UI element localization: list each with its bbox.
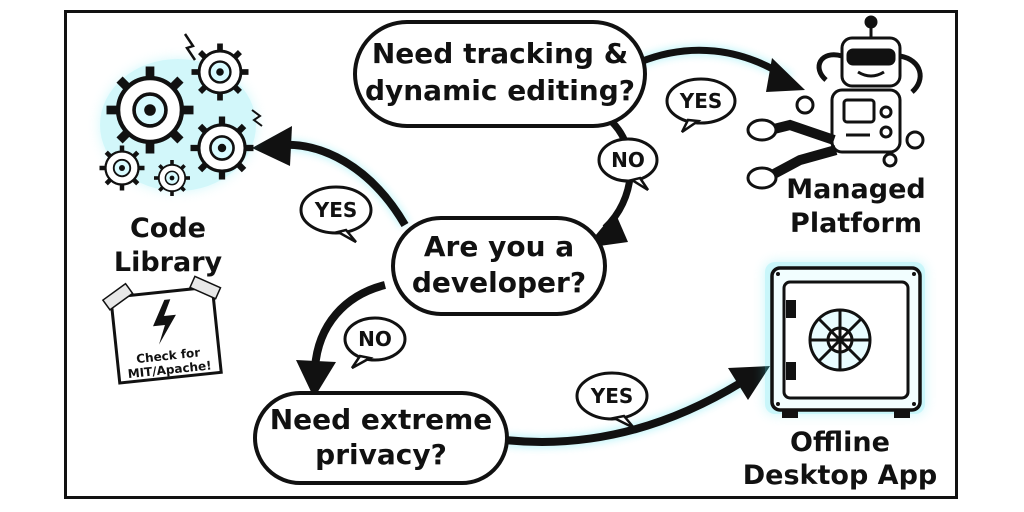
vault-safe-icon (765, 262, 925, 418)
license-note: Check for MIT/Apache! (101, 275, 223, 385)
edge-label-tracking-no: NO (597, 137, 659, 192)
relaxing-robot-icon (746, 15, 925, 190)
dest-managed-platform-line2: Platform (790, 208, 922, 239)
dest-code-library-line2: Library (114, 247, 223, 278)
gears-icon (100, 33, 263, 198)
arrow-developer-no (296, 281, 387, 398)
question-tracking-line2: dynamic editing? (365, 74, 635, 107)
lightning-bolt-icon (153, 299, 176, 345)
dest-managed-platform-line1: Managed (786, 174, 926, 205)
question-node-tracking: Need tracking & dynamic editing? (353, 20, 647, 128)
note-line1: Check for (136, 345, 201, 366)
arrow-tracking-yes (638, 45, 805, 92)
question-developer-line1: Are you a (424, 230, 574, 263)
edge-label-tracking-yes: YES (665, 77, 737, 134)
edge-tracking-yes-text: YES (679, 89, 723, 113)
question-node-developer: Are you a developer? (391, 216, 607, 316)
edge-label-developer-no: NO (343, 316, 407, 370)
question-node-privacy: Need extreme privacy? (253, 391, 509, 485)
edge-label-privacy-yes: YES (575, 371, 649, 430)
edge-developer-yes-text: YES (314, 198, 358, 222)
dest-code-library-line1: Code (130, 213, 206, 244)
question-developer-line2: developer? (412, 266, 586, 299)
dest-offline-app-line2: Desktop App (743, 460, 937, 491)
arrow-privacy-yes (504, 366, 770, 448)
edge-privacy-yes-text: YES (590, 384, 634, 408)
edge-developer-no-text: NO (358, 327, 392, 351)
edge-tracking-no-text: NO (611, 148, 645, 172)
dest-offline-app-line1: Offline (790, 427, 890, 458)
arrow-developer-yes (252, 126, 410, 228)
edge-label-developer-yes: YES (299, 185, 373, 244)
question-privacy-line2: privacy? (315, 438, 447, 471)
question-tracking-line1: Need tracking & (372, 37, 628, 70)
question-privacy-line1: Need extreme (270, 403, 493, 436)
